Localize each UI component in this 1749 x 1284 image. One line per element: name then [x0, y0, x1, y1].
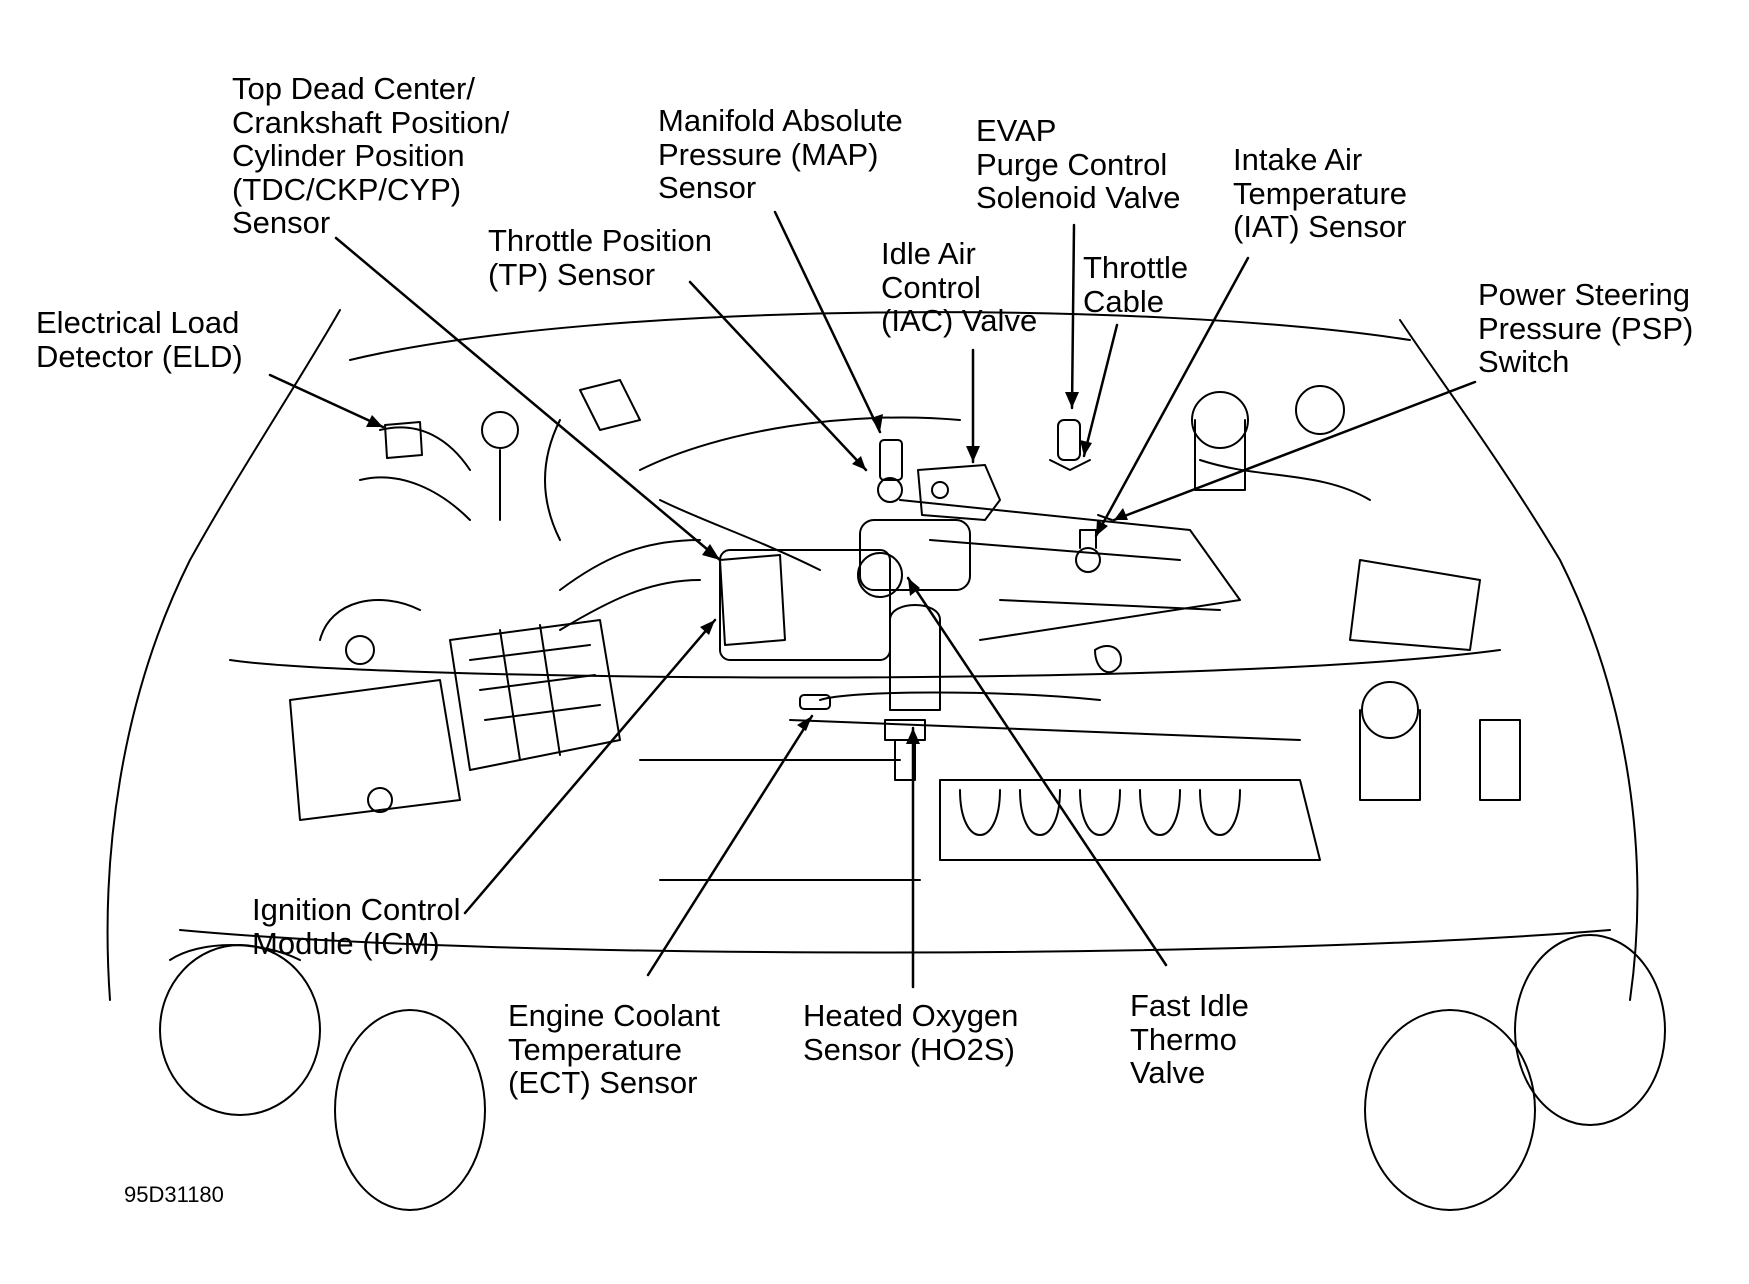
label-line: Valve [1130, 1055, 1206, 1090]
label-tdc-ckp-cyp-sensor: Top Dead Center/ Crankshaft Position/ Cy… [232, 72, 509, 240]
label-iac-valve: Idle Air Control (IAC) Valve [881, 237, 1037, 338]
label-line: EVAP [976, 113, 1057, 148]
label-line: Temperature [508, 1031, 683, 1067]
label-line: Ignition Control [252, 892, 461, 927]
label-map-sensor: Manifold Absolute Pressure (MAP) Sensor [658, 104, 903, 205]
sensor-bodies [384, 419, 1122, 781]
label-line: Throttle Position [488, 223, 712, 258]
label-line: Throttle [1083, 250, 1189, 285]
label-ho2s: Heated Oxygen Sensor (HO2S) [803, 999, 1018, 1066]
label-line: Solenoid Valve [976, 180, 1181, 215]
figure-code: 95D31180 [124, 1182, 224, 1207]
label-line: Sensor (HO2S) [803, 1031, 1015, 1067]
label-line: Switch [1478, 344, 1570, 379]
label-line: Engine Coolant [508, 998, 720, 1033]
label-eld: Electrical Load Detector (ELD) [36, 306, 243, 373]
label-line: Control [881, 269, 981, 305]
label-line: (TP) Sensor [488, 256, 656, 292]
label-line: Temperature [1233, 175, 1408, 211]
label-line: Fast Idle [1130, 988, 1249, 1023]
label-line: Pressure (PSP) [1478, 310, 1694, 346]
label-line: (IAC) Valve [881, 303, 1038, 338]
label-psp-switch: Power Steering Pressure (PSP) Switch [1478, 278, 1693, 379]
headlight-right [1364, 934, 1666, 1211]
label-line: Manifold Absolute [658, 103, 903, 138]
label-iat-sensor: Intake Air Temperature (IAT) Sensor [1233, 143, 1407, 244]
right-components [1191, 385, 1521, 801]
body-outline [106, 309, 1639, 1001]
callout-leaders [268, 210, 1477, 989]
label-line: Cylinder Position [232, 138, 465, 173]
label-line: Power Steering [1478, 277, 1690, 312]
label-line: (TDC/CKP/CYP) [232, 171, 462, 207]
label-line: Idle Air [881, 236, 976, 271]
label-line: Heated Oxygen [803, 998, 1019, 1033]
label-icm: Ignition Control Module (ICM) [252, 893, 461, 960]
label-line: (ECT) Sensor [508, 1065, 698, 1100]
air-cleaner [289, 539, 701, 821]
label-line: Cable [1083, 283, 1164, 319]
label-line: Top Dead Center/ [232, 71, 475, 106]
label-line: Detector (ELD) [36, 338, 243, 374]
label-line: Intake Air [1233, 142, 1363, 177]
label-tp-sensor: Throttle Position (TP) Sensor [488, 224, 712, 291]
engine-block [639, 416, 1321, 881]
label-line: Thermo [1130, 1021, 1237, 1057]
label-line: (IAT) Sensor [1233, 209, 1407, 244]
label-throttle-cable: Throttle Cable [1083, 251, 1188, 318]
label-line: Electrical Load [36, 305, 240, 340]
callout-arrowheads [366, 392, 1128, 744]
label-evap-purge-control-solenoid-valve: EVAP Purge Control Solenoid Valve [976, 114, 1181, 215]
label-line: Crankshaft Position/ [232, 104, 510, 140]
headlight-left [159, 944, 486, 1211]
label-line: Sensor [658, 170, 757, 205]
label-line: Purge Control [976, 146, 1168, 182]
label-line: Module (ICM) [252, 925, 440, 961]
label-fast-idle-thermo-valve: Fast Idle Thermo Valve [1130, 989, 1249, 1090]
label-line: Pressure (MAP) [658, 136, 879, 172]
label-ect-sensor: Engine Coolant Temperature (ECT) Sensor [508, 999, 720, 1100]
label-line: Sensor [232, 205, 331, 240]
left-components [345, 379, 641, 813]
